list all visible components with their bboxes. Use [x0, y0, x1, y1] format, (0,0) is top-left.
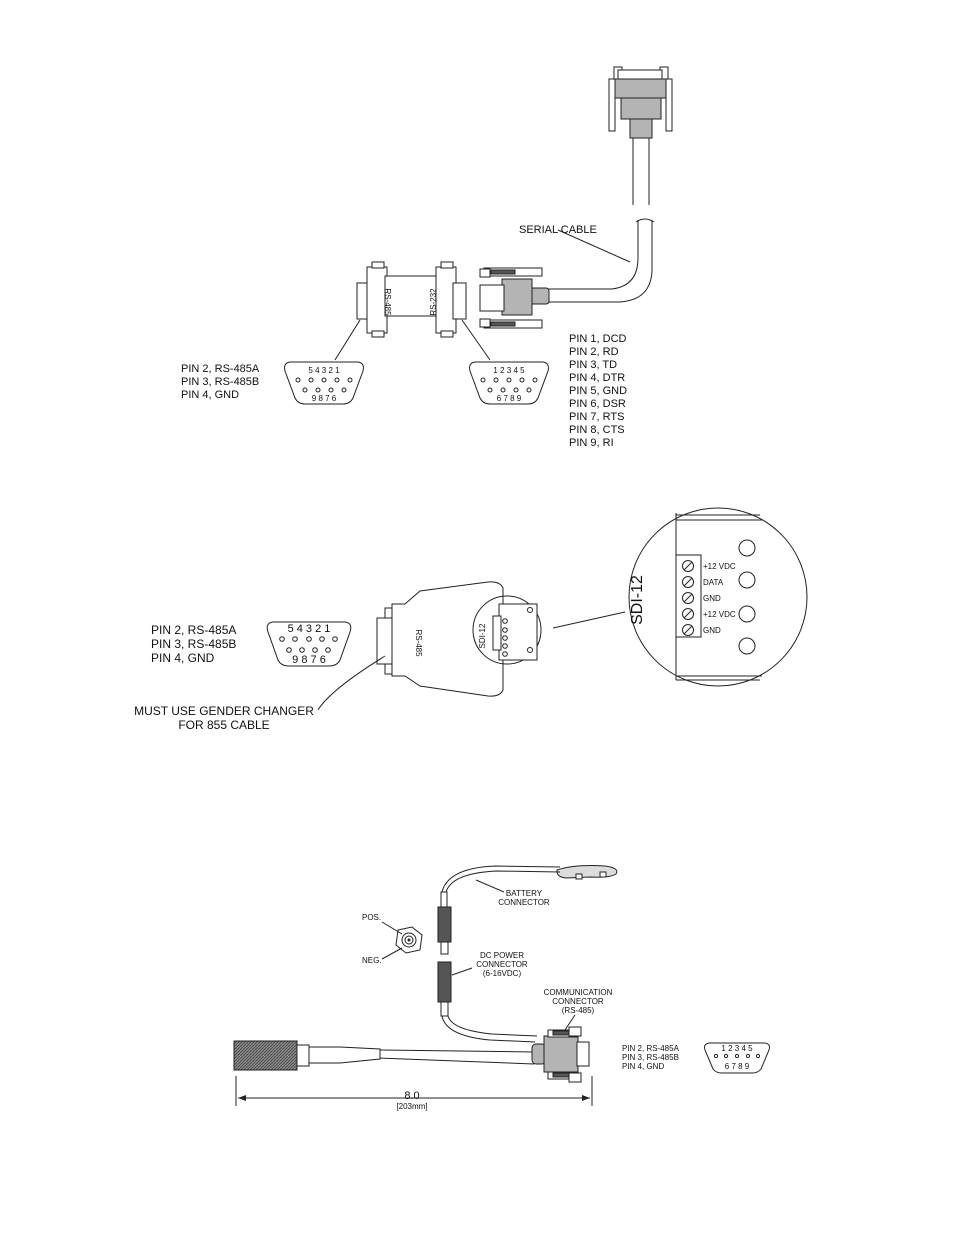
- terminal-label: +12 VDC: [703, 562, 736, 571]
- pin-line: PIN 3, RS-485B: [151, 637, 236, 651]
- battery-clip: [556, 865, 618, 880]
- terminal-label: +12 VDC: [703, 610, 736, 619]
- sdi12-zoom-detail: +12 VDC DATA GND +12 VDC GND SDI-12: [628, 507, 808, 687]
- serial-cable-top-connector: [608, 66, 673, 139]
- dimension-mm: [203mm]: [396, 1102, 427, 1111]
- db9-pinout: 1 2 3 4 5 6 7 8 9: [704, 1042, 770, 1074]
- pin-numbers-top: 1 2 3 4 5: [493, 366, 525, 375]
- left-pin-leader: [334, 319, 361, 361]
- comm-label-line2: CONNECTOR: [552, 997, 604, 1006]
- dc-jack: [381, 921, 423, 960]
- serial-cable-leader: [557, 229, 631, 263]
- pin-circles-top: [295, 377, 353, 393]
- module-sdi12-label: SDI-12: [478, 623, 487, 648]
- figure-1-serial-adapter: RS-485 RS-232 SERIAL CABLE PIN 2, RS-485…: [181, 66, 673, 449]
- figure-3-cable-assembly: POS. NEG. BATTERY: [233, 865, 770, 1111]
- module-rs485-label: RS-485: [414, 629, 423, 657]
- battery-label-line2: CONNECTOR: [498, 898, 550, 907]
- adapter-rs232-label: RS-232: [429, 288, 438, 316]
- pin-numbers-bottom: 9 8 7 6: [312, 394, 337, 403]
- left-db9-pinout: 5 4 3 2 1 9 8 7 6: [284, 361, 364, 405]
- pin-numbers-bottom: 6 7 8 9: [725, 1062, 750, 1071]
- battery-leader: [475, 879, 505, 893]
- dc-label-line3: (6-16VDC): [483, 969, 522, 978]
- communication-db9: [531, 1026, 590, 1083]
- gender-note-line1: MUST USE GENDER CHANGER: [134, 704, 314, 718]
- terminal-label: GND: [703, 626, 721, 635]
- pin-circles: [480, 377, 538, 393]
- pin-line: PIN 2, RD: [569, 346, 619, 358]
- pin-line: PIN 4, GND: [622, 1062, 664, 1071]
- pin-line: PIN 2, RS-485A: [622, 1044, 680, 1053]
- mini-terminals: [502, 618, 508, 657]
- pin-line: PIN 4, GND: [181, 389, 239, 401]
- sensor-connector: [233, 1040, 381, 1071]
- dc-label-line1: DC POWER: [480, 951, 524, 960]
- pin-numbers-top: 5 4 3 2 1: [308, 366, 340, 375]
- adapter-rs485-label: RS-485: [383, 288, 392, 316]
- pin-line: PIN 4, GND: [151, 651, 215, 665]
- pin-numbers-bottom: 9 8 7 6: [292, 654, 326, 666]
- db9-pinout: 5 4 3 2 1 9 8 7 6: [266, 621, 352, 667]
- gender-note-leader: [317, 655, 386, 711]
- pin-list: PIN 2, RS-485A PIN 3, RS-485B PIN 4, GND: [151, 623, 236, 665]
- interface-module: RS-485 SDI-12: [376, 581, 542, 697]
- pin-circles: [713, 1053, 761, 1059]
- pin-line: PIN 5, GND: [569, 385, 627, 397]
- rs232-pin-list: PIN 1, DCD PIN 2, RD PIN 3, TD PIN 4, DT…: [569, 333, 627, 449]
- pin-line: PIN 3, RS-485B: [622, 1053, 679, 1062]
- pin-line: PIN 3, RS-485B: [181, 376, 259, 388]
- left-pin-list: PIN 2, RS-485A PIN 3, RS-485B PIN 4, GND: [181, 363, 260, 401]
- terminal-label: GND: [703, 594, 721, 603]
- rs485-rs232-adapter: RS-485 RS-232: [356, 261, 467, 338]
- pin-line: PIN 2, RS-485A: [181, 363, 260, 375]
- gender-note-line2: FOR 855 CABLE: [178, 718, 269, 732]
- pin-line: PIN 9, RI: [569, 437, 614, 449]
- dc-leader: [451, 967, 473, 976]
- battery-label-line1: BATTERY: [506, 889, 543, 898]
- pin-circles: [279, 636, 338, 653]
- pin-numbers-bottom: 6 7 8 9: [497, 394, 522, 403]
- pin-line: PIN 7, RTS: [569, 411, 624, 423]
- comm-leader: [564, 1014, 576, 1031]
- length-dimension: 8.0 [203mm]: [235, 1076, 593, 1111]
- figure-2-sdi12-interface: PIN 2, RS-485A PIN 3, RS-485B PIN 4, GND…: [134, 507, 808, 732]
- serial-cable: [548, 138, 655, 303]
- comm-label-line1: COMMUNICATION: [544, 988, 613, 997]
- dc-label-line2: CONNECTOR: [476, 960, 528, 969]
- serial-cable-label: SERIAL CABLE: [519, 224, 597, 236]
- neg-label: NEG.: [362, 956, 382, 965]
- battery-lead-lower: [445, 870, 561, 893]
- terminal-label: DATA: [703, 578, 724, 587]
- pin-line: PIN 8, CTS: [569, 424, 625, 436]
- right-pin-leader: [461, 319, 491, 361]
- terminal-screws: [682, 560, 694, 636]
- dc-lead-upper: [441, 1015, 536, 1043]
- serial-cable-end-connector: [479, 267, 550, 329]
- pin-line: PIN 4, DTR: [569, 372, 625, 384]
- pos-label: POS.: [362, 913, 381, 922]
- dimension-inches: 8.0: [404, 1090, 419, 1102]
- pin-line: PIN 2, RS-485A: [151, 623, 236, 637]
- pin-numbers-top: 1 2 3 4 5: [721, 1044, 753, 1053]
- pin-line: PIN 6, DSR: [569, 398, 626, 410]
- dc-power-plug: [437, 961, 452, 1017]
- main-cable-upper: [377, 1049, 535, 1053]
- comm-label-line3: (RS-485): [562, 1006, 595, 1015]
- main-cable-lower: [377, 1057, 535, 1065]
- pin-numbers-top: 5 4 3 2 1: [288, 623, 331, 635]
- pin-list: PIN 2, RS-485A PIN 3, RS-485B PIN 4, GND: [622, 1044, 680, 1071]
- pin-line: PIN 3, TD: [569, 359, 617, 371]
- battery-plug: [437, 891, 452, 955]
- pin-line: PIN 1, DCD: [569, 333, 627, 345]
- dc-lead-lower: [447, 1015, 538, 1037]
- battery-lead-upper: [441, 865, 561, 893]
- zoom-title: SDI-12: [629, 575, 646, 625]
- zoom-leader: [552, 611, 626, 629]
- right-db9-pinout: 1 2 3 4 5 6 7 8 9: [469, 361, 549, 405]
